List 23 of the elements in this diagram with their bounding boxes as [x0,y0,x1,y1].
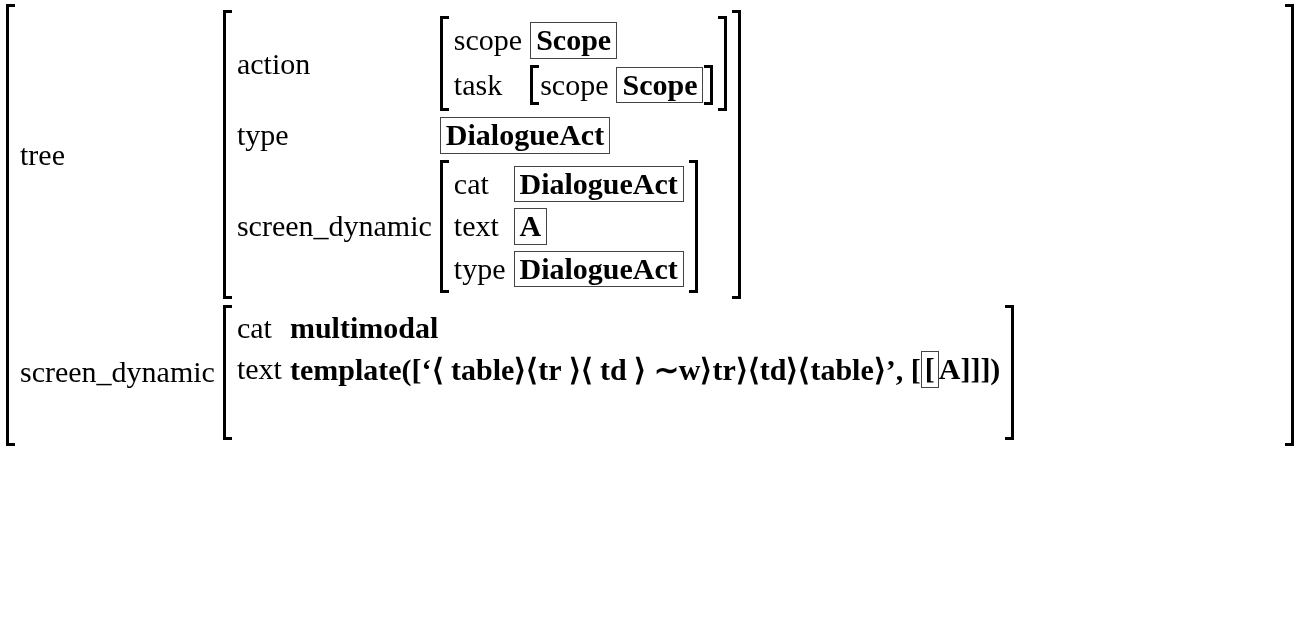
boxed-type: DialogueAct [513,165,684,202]
boxed-type: A [513,208,548,245]
feature-label: text [453,209,499,243]
feature-label: text [236,352,282,386]
boxed-type: Scope [616,66,704,103]
value-text: A]]]) [938,352,1001,387]
boxed-type: [ [920,351,939,388]
feature-label: type [453,251,506,285]
feature-label: type [236,118,289,152]
feature-label: cat [453,166,489,200]
feature-label: task [453,67,503,101]
value-text: multimodal [289,311,439,345]
boxed-type: DialogueAct [439,117,611,154]
feature-label: action [236,46,311,80]
feature-label: scope [540,67,609,101]
boxed-type: Scope [530,22,618,59]
feature-label: cat [236,311,272,344]
feature-label: screen_dynamic [236,209,432,243]
boxed-type: DialogueAct [513,250,684,287]
feature-label: scope [453,23,523,57]
value-text: template([‘⟨ table⟩⟨tr ⟩⟨ td ⟩ ∼w⟩tr⟩⟨td⟩⟨table⟩’, [ [289,351,921,387]
feature-label: screen_dynamic [20,355,215,389]
feature-label: tree [20,137,65,171]
